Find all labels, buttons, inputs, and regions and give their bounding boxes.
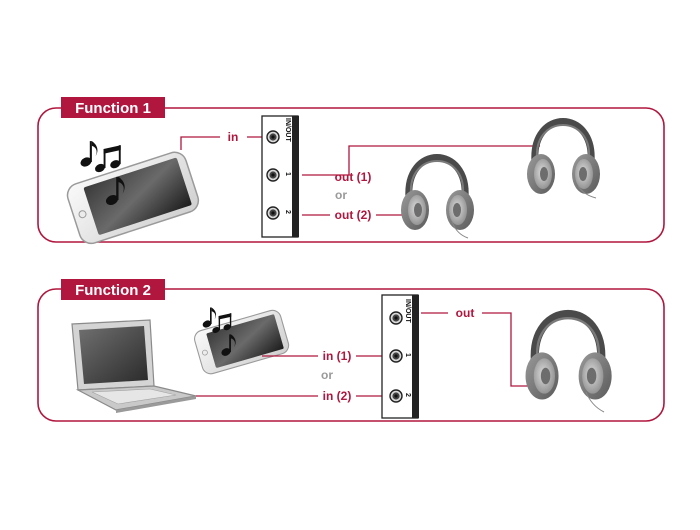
audio-jack-icon (389, 389, 403, 403)
function-2-panel: Function 2 in (1) or in (2) (37, 279, 665, 422)
label-in-2: in (2) (323, 389, 352, 403)
label-out-2: out (2) (335, 208, 372, 222)
port-1-label: 1 (404, 353, 411, 357)
audio-jack-icon (389, 311, 403, 325)
label-out-1: out (1) (335, 170, 372, 184)
function-1-frame (37, 107, 665, 243)
label-out: out (456, 306, 475, 320)
audio-splitter-icon: IN/OUT 1 2 (261, 115, 299, 238)
function-2-frame (37, 288, 665, 422)
headphone-cable (451, 221, 469, 239)
smartphone-icon (191, 307, 292, 377)
laptop-icon (71, 319, 197, 413)
label-or-1: or (335, 188, 347, 202)
audio-jack-icon (266, 206, 280, 220)
port-inout-label: IN/OUT (404, 299, 411, 323)
function-2-title: Function 2 (75, 282, 151, 299)
label-in-1: in (1) (323, 349, 352, 363)
function-1-title: Function 1 (75, 100, 151, 117)
function-2-tab (61, 279, 165, 300)
headphones-icon (401, 158, 474, 231)
port-2-label: 2 (284, 210, 291, 214)
audio-jack-icon (389, 349, 403, 363)
headphone-cable (577, 185, 597, 199)
audio-jack-icon (266, 168, 280, 182)
wire-out-b (482, 312, 540, 387)
headphones-icon (526, 314, 612, 400)
wire-out-1 (302, 145, 540, 176)
port-2-label: 2 (404, 393, 411, 397)
port-1-label: 1 (284, 172, 291, 176)
label-in: in (228, 130, 239, 144)
function-1-tab (61, 97, 165, 118)
label-or-2: or (321, 368, 333, 382)
headphones-icon (527, 122, 600, 195)
port-inout-label: IN/OUT (284, 118, 291, 142)
audio-splitter-icon: IN/OUT 1 2 (381, 294, 419, 419)
audio-jack-icon (266, 130, 280, 144)
wire-in (180, 136, 220, 150)
function-1-panel: Function 1 in IN/OUT 1 2 out (1) (37, 97, 665, 248)
headphone-cable (585, 391, 605, 413)
